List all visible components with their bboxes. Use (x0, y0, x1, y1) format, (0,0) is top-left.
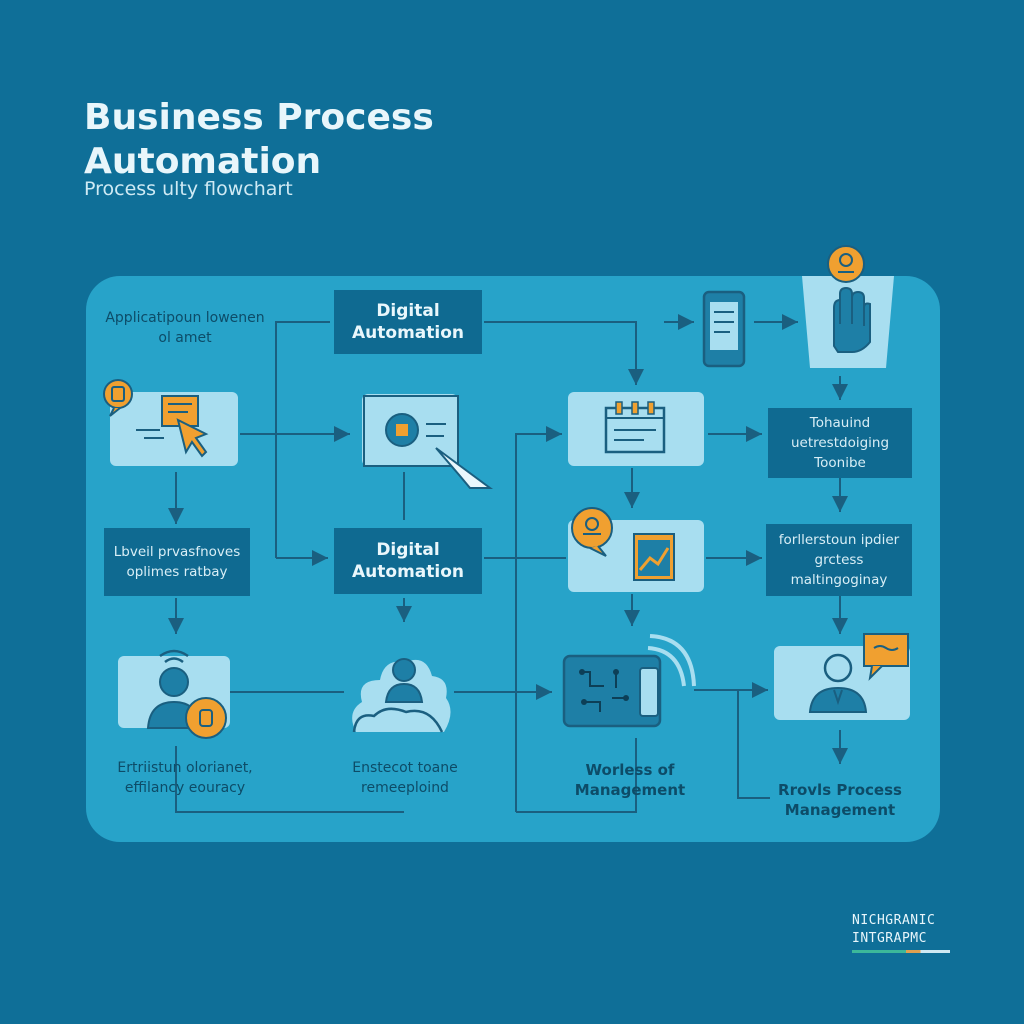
node-right-top: Tohauind uetrestdoiging Toonibe (768, 408, 912, 478)
person-wifi-icon (146, 649, 227, 739)
label-efficiency: Ertriistun olorianet, effilancy eouracy (117, 760, 253, 796)
brand-logo: NICHGRANIC INTGRAPMC (852, 912, 935, 948)
support-agent-icon (808, 633, 909, 713)
hand-touch-icon (802, 245, 894, 368)
brand-line-1: NICHGRANIC (852, 913, 936, 928)
page-title: Business Process Automation (84, 97, 434, 182)
page-subtitle: Process ulty flowchart (84, 178, 293, 200)
label-worless-management: Worless of Management (574, 761, 686, 799)
screen-cursor-icon (363, 395, 494, 489)
label-application: Applicatipoun lowenen ol amet (105, 310, 265, 346)
chart-growth-icon (571, 507, 675, 581)
node-left-mid: Lbveil prvasfnoves oplimes ratbay (104, 528, 250, 596)
cloud-person-icon (352, 658, 451, 733)
brand-line-2: INTGRAPMC (852, 931, 927, 946)
node-digital-automation-mid: Digital Automation (334, 528, 482, 594)
label-process-management: Rrovls Process Management (778, 781, 902, 819)
node-right-mid: forllerstoun ipdier grctess maltingogina… (766, 524, 912, 596)
document-input-icon (103, 379, 209, 458)
node-digital-automation-top: Digital Automation (334, 290, 482, 354)
label-enstecot: Enstecot toane remeeploind (352, 760, 458, 796)
calendar-icon (604, 401, 666, 454)
mobile-device-icon (702, 290, 746, 368)
circuit-signal-icon (562, 634, 696, 728)
brand-underline (852, 950, 950, 953)
